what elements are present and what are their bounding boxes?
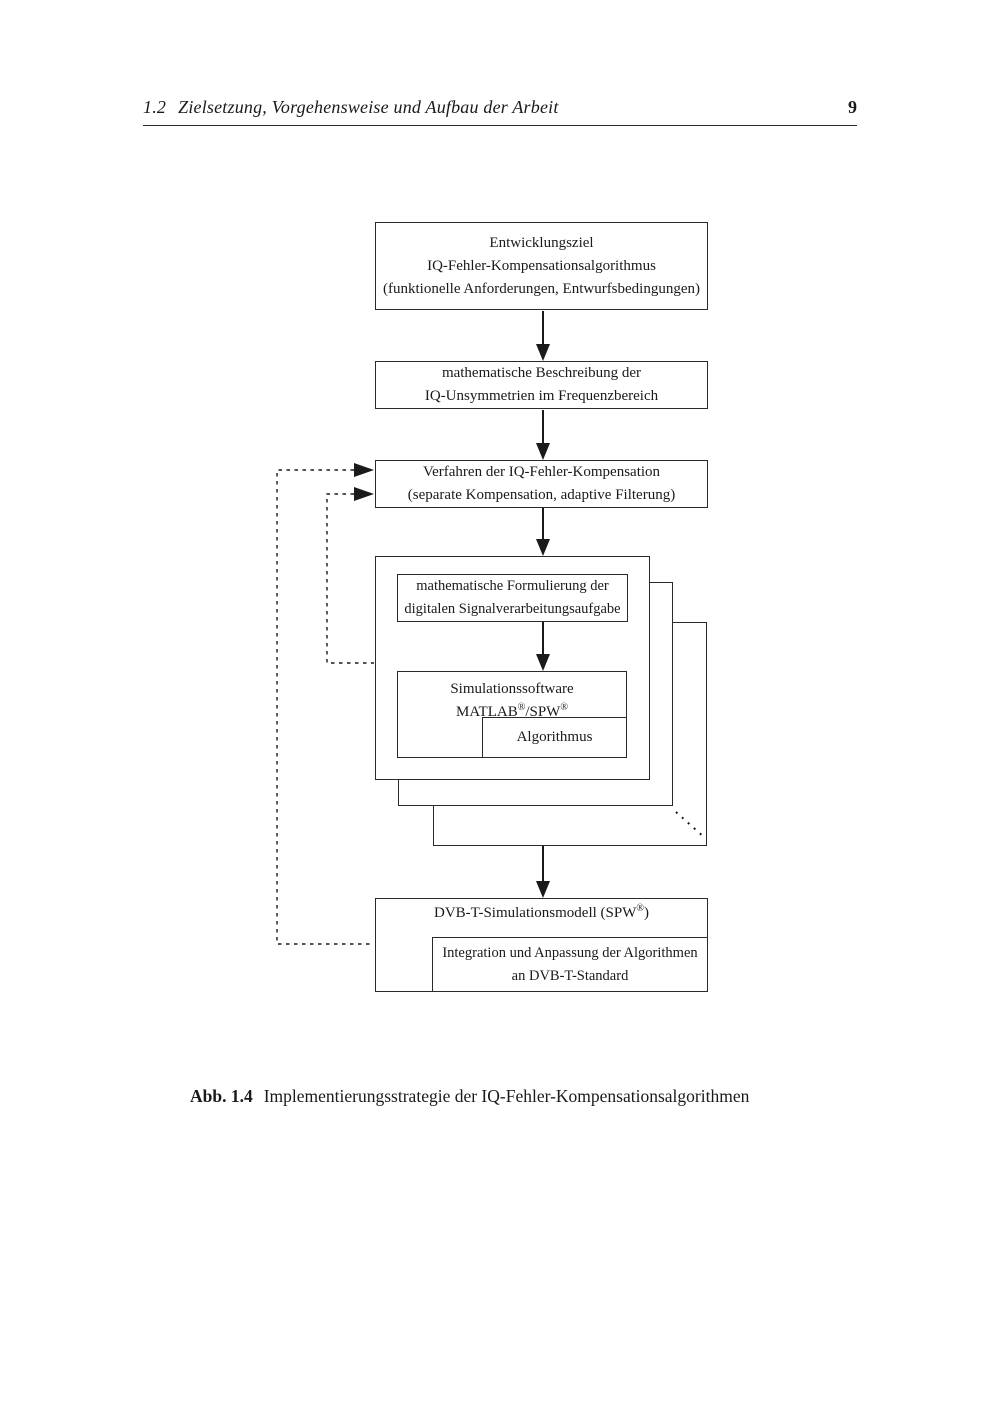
box-text-line: Integration und Anpassung der Algorithme…	[442, 944, 698, 961]
box-text-line: mathematische Beschreibung der	[441, 365, 642, 381]
box-compensation-method: Verfahren der IQ-Fehler-Kompensation (se…	[375, 460, 708, 508]
arrow-goal-to-description	[536, 311, 550, 361]
box-development-goal: Entwicklungsziel IQ-Fehler-Kompensations…	[375, 222, 708, 310]
box-algorithm: Algorithmus	[482, 717, 627, 758]
box-text-line: (separate Kompensation, adaptive Filteru…	[407, 487, 676, 503]
box-text-line: IQ-Unsymmetrien im Frequenzbereich	[424, 388, 659, 404]
box-text-line: (funktionelle Anforderungen, Entwurfsbed…	[383, 280, 700, 297]
box-integration-adaptation: Integration und Anpassung der Algorithme…	[432, 937, 708, 992]
box-text-line: Verfahren der IQ-Fehler-Kompensation	[422, 464, 661, 480]
dashed-feedback-dvbt-to-method	[276, 463, 374, 945]
figure-caption: Abb. 1.4 Implementierungsstrategie der IQ…	[190, 1085, 890, 1108]
registered-mark: ®	[636, 903, 644, 914]
registered-mark: ®	[517, 702, 526, 713]
arrow-description-to-method	[536, 410, 550, 460]
dashed-feedback-stack-to-method	[326, 487, 374, 664]
box-text-line: IQ-Fehler-Kompensationsalgorithmus	[427, 257, 656, 274]
box-text-line: digitalen Signalverarbeitungsaufgabe	[404, 601, 621, 617]
box-text-line: MATLAB®/SPW®	[398, 701, 626, 724]
dvbt-title-close: )	[643, 905, 649, 921]
box-math-formulation: mathematische Formulierung der digitalen…	[397, 574, 628, 622]
section-heading: 1.2 Zielsetzung, Vorgehensweise und Aufba…	[143, 97, 559, 118]
figure-caption-label: Abb. 1.4	[190, 1086, 253, 1106]
box-text-line: an DVB-T-Standard	[511, 967, 629, 984]
box-text-line: Entwicklungsziel	[489, 234, 594, 251]
section-number: 1.2	[143, 97, 167, 117]
section-title: Zielsetzung, Vorgehensweise und Aufbau d…	[178, 97, 559, 117]
dvbt-title-text: DVB-T-Simulationsmodell (SPW	[434, 905, 637, 921]
arrow-stack-to-dvbt	[536, 846, 550, 898]
figure-caption-text: Implementierungsstrategie der IQ-Fehler-…	[263, 1086, 750, 1106]
box-math-description: mathematische Beschreibung der IQ-Unsymm…	[375, 361, 708, 409]
box-text-line: mathematische Formulierung der	[416, 578, 609, 594]
dvbt-model-title: DVB-T-Simulationsmodell (SPW®)	[375, 902, 708, 925]
running-head: 1.2 Zielsetzung, Vorgehensweise und Aufba…	[143, 97, 857, 126]
product-matlab: MATLAB	[456, 704, 518, 720]
box-text-line: Simulationssoftware	[450, 681, 574, 697]
box-text-line: Algorithmus	[516, 729, 593, 745]
registered-mark: ®	[560, 702, 568, 713]
product-spw: /SPW	[525, 704, 561, 720]
page-number: 9	[848, 97, 857, 117]
arrow-method-to-stack	[536, 508, 550, 556]
